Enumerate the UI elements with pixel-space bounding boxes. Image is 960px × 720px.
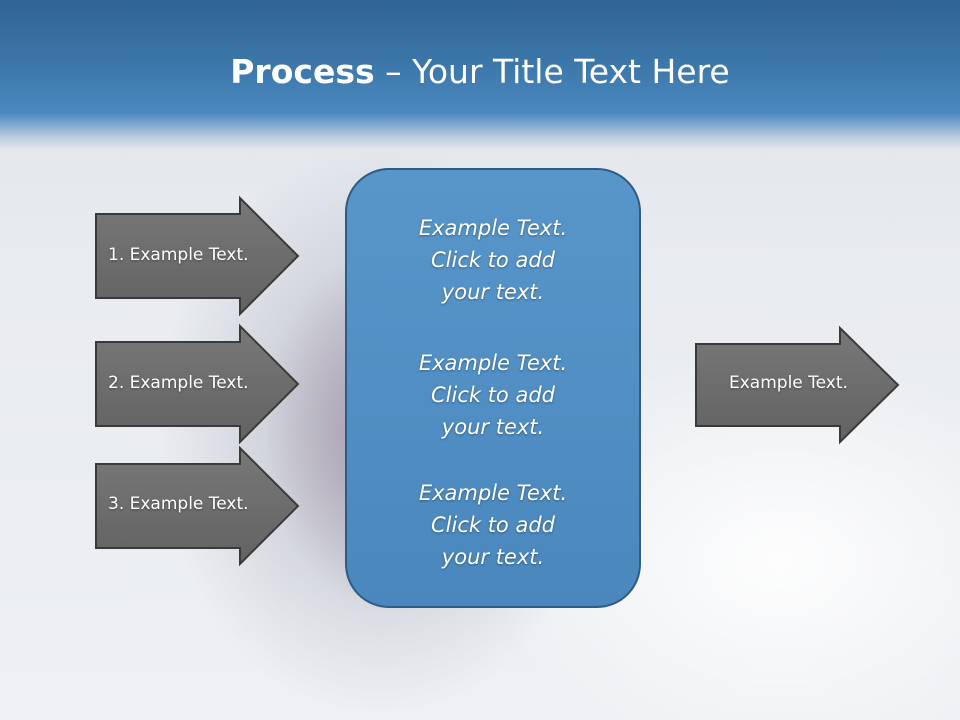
output-arrow[interactable] xyxy=(695,325,900,445)
center-text-line: your text. xyxy=(441,415,545,439)
center-text-block-2[interactable]: Example Text. Click to add your text. xyxy=(345,347,641,443)
center-text-line: Example Text. xyxy=(418,216,568,240)
slide-title[interactable]: Process – Your Title Text Here xyxy=(0,52,960,91)
input-arrow-2-label: 2. Example Text. xyxy=(108,373,249,393)
center-process-box[interactable] xyxy=(345,168,641,608)
center-text-line: Click to add xyxy=(430,248,555,272)
center-text-line: Click to add xyxy=(430,383,555,407)
input-arrow-3[interactable] xyxy=(95,445,300,567)
center-text-block-1[interactable]: Example Text. Click to add your text. xyxy=(345,212,641,308)
title-rest: – Your Title Text Here xyxy=(374,52,730,91)
title-bar xyxy=(0,0,960,150)
center-text-block-3[interactable]: Example Text. Click to add your text. xyxy=(345,477,641,573)
center-text-line: Example Text. xyxy=(418,351,568,375)
input-arrow-3-label: 3. Example Text. xyxy=(108,494,249,514)
center-text-line: Click to add xyxy=(430,513,555,537)
title-bold: Process xyxy=(230,52,375,91)
center-text-line: Example Text. xyxy=(418,481,568,505)
input-arrow-1[interactable] xyxy=(95,195,300,317)
center-text-line: your text. xyxy=(441,545,545,569)
input-arrow-2[interactable] xyxy=(95,323,300,445)
output-arrow-label: Example Text. xyxy=(729,373,848,393)
input-arrow-1-label: 1. Example Text. xyxy=(108,245,249,265)
center-text-line: your text. xyxy=(441,280,545,304)
